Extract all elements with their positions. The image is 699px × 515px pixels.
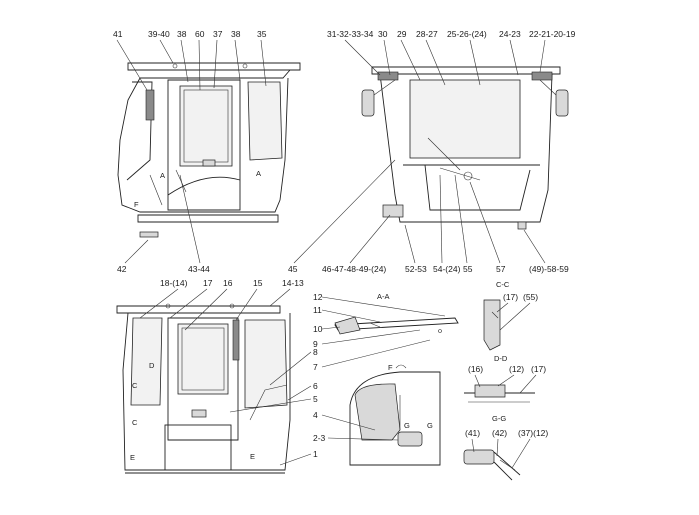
label-25-26: 25-26-(24): [447, 29, 487, 39]
label-37: 37: [213, 29, 223, 39]
mark-d-left: D: [149, 361, 155, 370]
label-12: 12: [313, 292, 323, 302]
label-43-44: 43-44: [188, 264, 210, 274]
section-a-a: A-A 12 11 10 9 7: [313, 292, 459, 372]
label-28-27: 28-27: [416, 29, 438, 39]
label-29: 29: [397, 29, 407, 39]
label-52-53: 52-53: [405, 264, 427, 274]
mark-f-view: F: [388, 363, 393, 372]
label-41: 41: [113, 29, 123, 39]
label-gg-41: (41): [465, 428, 480, 438]
label-2-3: 2-3: [313, 433, 326, 443]
section-gg-title: G-G: [492, 414, 506, 423]
label-55: 55: [463, 264, 473, 274]
label-5: 5: [313, 394, 318, 404]
label-60: 60: [195, 29, 205, 39]
label-49-59: (49)-58-59: [529, 264, 569, 274]
mark-e-right: E: [250, 452, 255, 461]
mark-c-top: C: [132, 381, 138, 390]
section-f-view: F G G 4 2-3: [313, 363, 441, 466]
section-g-g: G-G (41) (42) (37)(12): [463, 414, 548, 481]
label-42: 42: [117, 264, 127, 274]
label-9: 9: [313, 339, 318, 349]
mark-g-left: G: [404, 421, 410, 430]
label-24-23: 24-23: [499, 29, 521, 39]
label-11: 11: [313, 305, 322, 315]
label-17: 17: [203, 278, 213, 288]
label-8: 8: [313, 347, 318, 357]
label-cc-55: (55): [523, 292, 538, 302]
cab-rear-view: 31-32-33-34 30 29 28-27 25-26-(24) 24-23…: [288, 29, 576, 274]
label-14-13: 14-13: [282, 278, 304, 288]
label-30: 30: [378, 29, 388, 39]
label-dd-12: (12): [509, 364, 524, 374]
label-38a: 38: [177, 29, 187, 39]
label-35: 35: [257, 29, 267, 39]
cab-side-view-top: A A F 41 39-40 38 60 37 38 35 42 43-44: [113, 29, 301, 274]
label-4: 4: [313, 410, 318, 420]
label-dd-16: (16): [468, 364, 483, 374]
mark-g-right: G: [427, 421, 433, 430]
label-18-14: 18-(14): [160, 278, 188, 288]
label-6: 6: [313, 381, 318, 391]
section-aa-title: A-A: [377, 292, 390, 301]
label-gg-42: (42): [492, 428, 507, 438]
mark-a-right: A: [256, 169, 261, 178]
mark-c-bottom: C: [132, 418, 138, 427]
label-cc-17: (17): [503, 292, 518, 302]
label-31-34: 31-32-33-34: [327, 29, 374, 39]
label-15: 15: [253, 278, 263, 288]
label-45: 45: [288, 264, 298, 274]
section-dd-title: D-D: [494, 354, 508, 363]
label-46-49: 46-47-48-49-(24): [322, 264, 386, 274]
label-10: 10: [313, 324, 323, 334]
label-22-19: 22-21-20-19: [529, 29, 576, 39]
section-d-d: D-D (16) (12) (17): [464, 354, 546, 403]
label-57: 57: [496, 264, 506, 274]
mark-f: F: [134, 200, 139, 209]
mark-a-left: A: [160, 171, 165, 180]
cab-side-view-bottom: D C C E E 18-(14) 17 16 15 14-13 8 6 5 1: [116, 278, 318, 474]
label-54: 54-(24): [433, 264, 461, 274]
label-7: 7: [313, 362, 318, 372]
label-1: 1: [313, 449, 318, 459]
label-16: 16: [223, 278, 233, 288]
mark-e-left: E: [130, 453, 135, 462]
label-gg-37-12: (37)(12): [518, 428, 548, 438]
label-dd-17: (17): [531, 364, 546, 374]
label-39-40: 39-40: [148, 29, 170, 39]
section-c-c: C-C (17) (55): [483, 280, 538, 351]
label-38b: 38: [231, 29, 241, 39]
section-cc-title: C-C: [496, 280, 510, 289]
